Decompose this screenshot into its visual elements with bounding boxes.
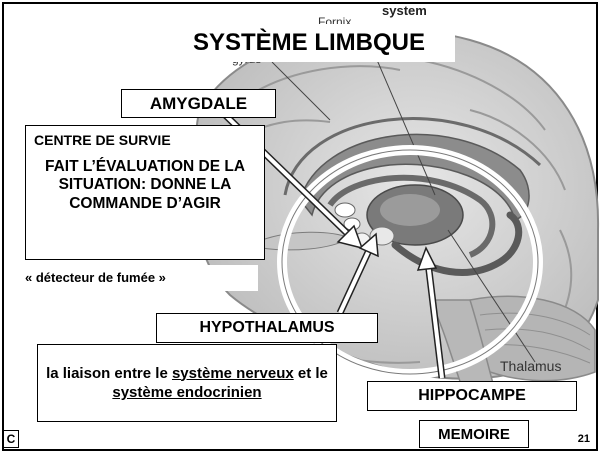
amygdala-heading: CENTRE DE SURVIE [34,132,256,148]
amygdala-description-box: CENTRE DE SURVIE FAIT L’ÉVALUATION DE LA… [25,125,265,260]
hypothalamus-desc-text-2: et le [294,365,328,382]
slide-title: SYSTÈME LIMBQUE [163,24,455,62]
hypothalamus-label: HYPOTHALAMUS [156,313,378,343]
corner-letter: C [3,430,19,448]
page-number: 21 [560,433,590,445]
hypothalamus-desc-text-1: la liaison entre le [46,365,172,382]
hippocampus-label: HIPPOCAMPE [367,381,577,411]
amygdala-nickname: « détecteur de fumée » [20,265,258,291]
thalamus-highlight [380,194,440,226]
amygdala-label: AMYGDALE [121,89,276,118]
amygdala-body: FAIT L’ÉVALUATION DE LA SITUATION: DONNE… [34,158,256,213]
label-thalamus: Thalamus [500,358,561,374]
hippocampus-function: MEMOIRE [419,420,529,448]
label-system: system [382,3,427,18]
hypothalamus-desc-term-1: système nerveux [172,365,294,382]
hypothalamus-description-box: la liaison entre le système nerveux et l… [37,344,337,422]
olfactory-node-upper [335,203,355,217]
hypothalamus-desc-term-2: système endocrinien [112,384,261,401]
